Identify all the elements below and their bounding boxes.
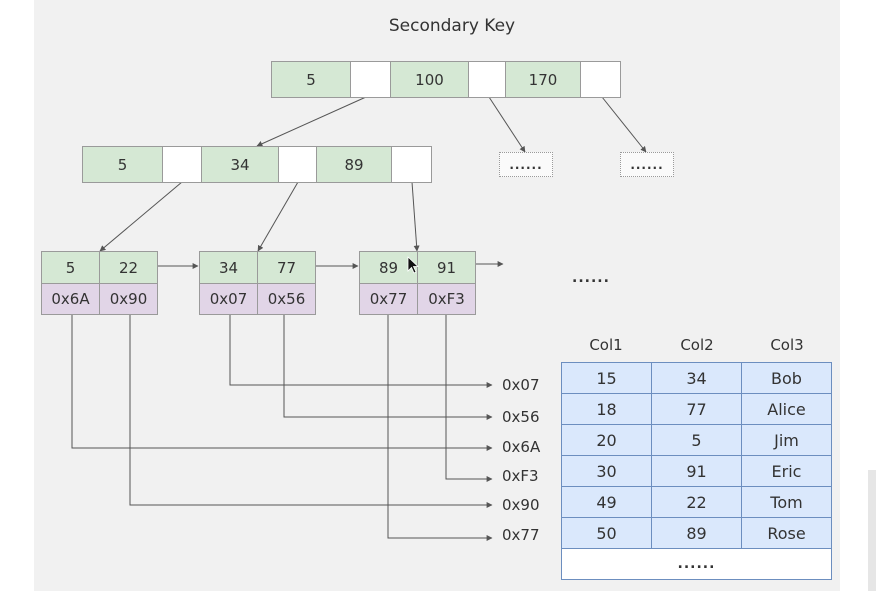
internal-key-cell: 34 [201,146,279,183]
placeholder-node: ...... [499,152,553,177]
table-more-ellipsis: ...... [561,548,832,580]
table-cell: 18 [561,393,652,425]
table-row: 18 77 Alice [561,393,832,425]
table-cell: 30 [561,455,652,487]
leaf-address-cell: 0x56 [257,283,316,315]
root-pointer-cell [350,61,391,98]
table-cell: 77 [651,393,742,425]
table-cell: Rose [741,517,832,549]
table-cell: 89 [651,517,742,549]
table-cell: 22 [651,486,742,518]
pointer-0x77 [387,314,493,541]
address-label: 0x77 [502,526,540,544]
pointer-0x6A [71,314,493,451]
internal-pointer-cell [391,146,432,183]
mouse-cursor-icon [407,256,420,274]
leaf-address-cell: 0x90 [99,283,158,315]
table-cell: Alice [741,393,832,425]
root-key-cell: 170 [505,61,581,98]
leaf-key-cell: 77 [257,251,316,284]
column-header: Col3 [770,336,804,354]
address-label: 0x07 [502,376,540,394]
table-cell: 49 [561,486,652,518]
pointer-0x07 [229,314,493,388]
edge-internal-to-leaf-1 [99,181,183,252]
table-row: 20 5 Jim [561,424,832,456]
leaf-key-cell: 34 [199,251,258,284]
table-row-more: ...... [561,548,832,580]
leaf-key-cell: 5 [41,251,100,284]
table-cell: Tom [741,486,832,518]
table-row: 50 89 Rose [561,517,832,549]
table-cell: 5 [651,424,742,456]
clustered-data-table: 15 34 Bob 18 77 Alice 20 5 Jim 30 91 Eri… [561,362,832,580]
table-cell: Eric [741,455,832,487]
address-label: 0x56 [502,408,540,426]
root-pointer-cell [580,61,621,98]
root-key-cell: 100 [390,61,469,98]
column-header: Col2 [680,336,714,354]
window-edge [868,470,876,591]
table-cell: 91 [651,455,742,487]
table-cell: Bob [741,362,832,394]
address-label: 0x6A [502,438,541,456]
table-cell: 34 [651,362,742,394]
leaf-key-cell: 91 [417,251,476,284]
internal-pointer-cell [278,146,317,183]
pointer-0x56 [283,314,493,420]
leaf-address-cell: 0x6A [41,283,100,315]
root-key-cell: 5 [271,61,351,98]
internal-key-cell: 5 [82,146,163,183]
table-cell: 20 [561,424,652,456]
edge-root-to-placeholder-2 [601,96,647,153]
internal-key-cell: 89 [316,146,392,183]
leaf-address-cell: 0x07 [199,283,258,315]
leaf-address-cell: 0xF3 [417,283,476,315]
root-pointer-cell [468,61,506,98]
table-cell: Jim [741,424,832,456]
table-row: 15 34 Bob [561,362,832,394]
address-label: 0xF3 [502,467,539,485]
pointer-0x90 [129,314,493,508]
leaf-continuation-ellipsis: ...... [572,270,610,286]
column-header: Col1 [589,336,623,354]
placeholder-node: ...... [620,152,674,177]
leaf-key-cell: 22 [99,251,158,284]
table-cell: 50 [561,517,652,549]
leaf-address-cell: 0x77 [359,283,418,315]
edge-internal-to-leaf-3 [411,181,420,252]
diagram-title: Secondary Key [388,16,516,36]
address-label: 0x90 [502,496,540,514]
table-row: 49 22 Tom [561,486,832,518]
table-cell: 15 [561,362,652,394]
table-row: 30 91 Eric [561,455,832,487]
edge-internal-to-leaf-2 [257,181,299,252]
edge-root-to-internal [256,96,367,147]
internal-pointer-cell [162,146,202,183]
pointer-0xF3 [445,314,493,482]
edge-root-to-placeholder-1 [488,96,526,153]
